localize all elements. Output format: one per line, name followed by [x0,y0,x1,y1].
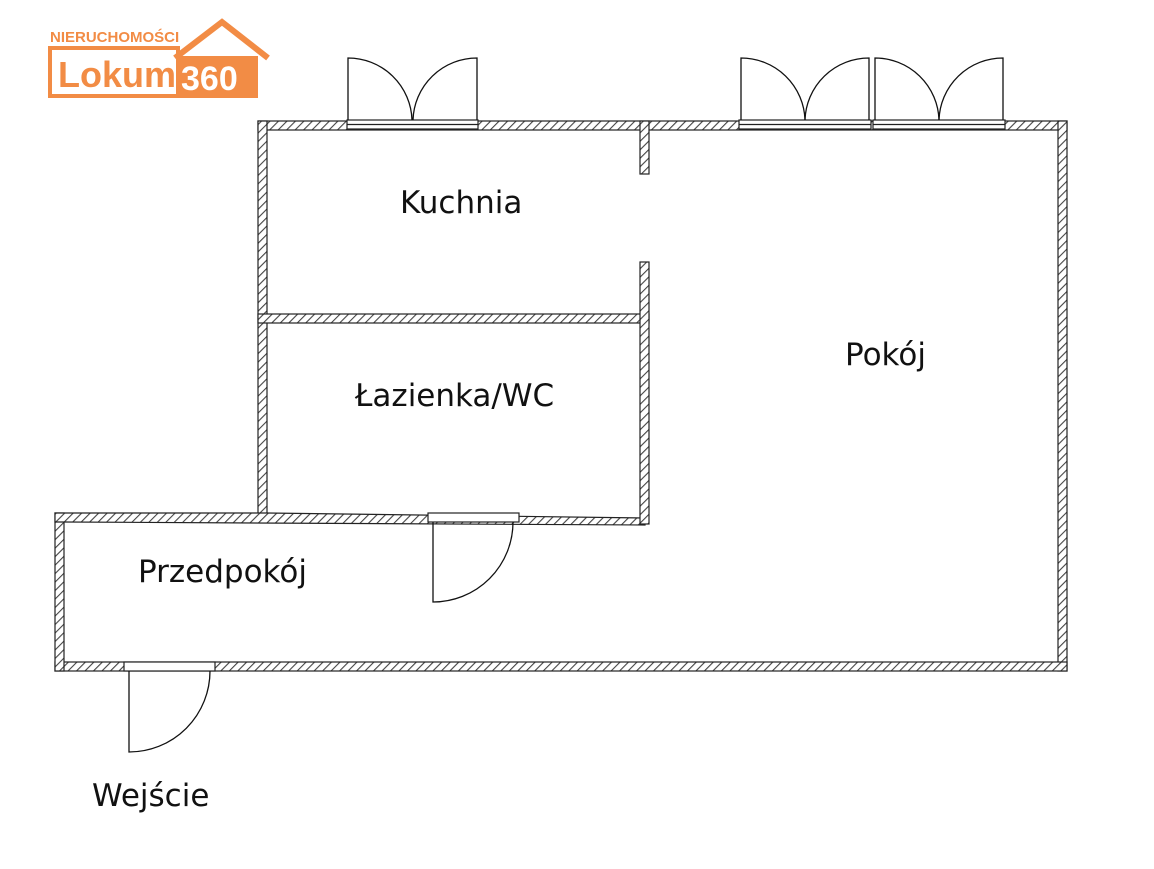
wall-partition-upper [639,120,650,175]
wall-partition-lower [639,261,650,525]
door-entrance-swing [128,670,211,753]
logo-house-roof [173,18,270,61]
room-label-kitchen: Kuchnia [400,185,523,221]
entrance-label: Wejście [92,778,210,814]
logo-brand: Lokum [58,54,176,95]
door-bathroom-frame [427,512,520,523]
door-swings [128,521,514,753]
wall-hall-top [54,512,646,526]
door-bathroom-swing [432,521,514,603]
window-sashes [347,57,1004,121]
room-label-room: Pokój [845,337,926,373]
room-label-hall: Przedpokój [138,554,307,590]
room-label-bathroom: Łazienka/WC [355,378,555,414]
logo-top-text: NIERUCHOMOŚCI [50,28,179,46]
wall-left-lower [54,512,65,672]
logo-house-body [178,56,258,98]
windows [346,119,1006,130]
company-logo: NIERUCHOMOŚCI Lokum 360 [48,18,270,98]
wall-kitchen-bathroom [257,313,650,324]
logo-number: 360 [181,60,238,98]
wall-right [1057,120,1068,672]
doors [123,512,520,672]
door-entrance-frame [123,661,216,672]
